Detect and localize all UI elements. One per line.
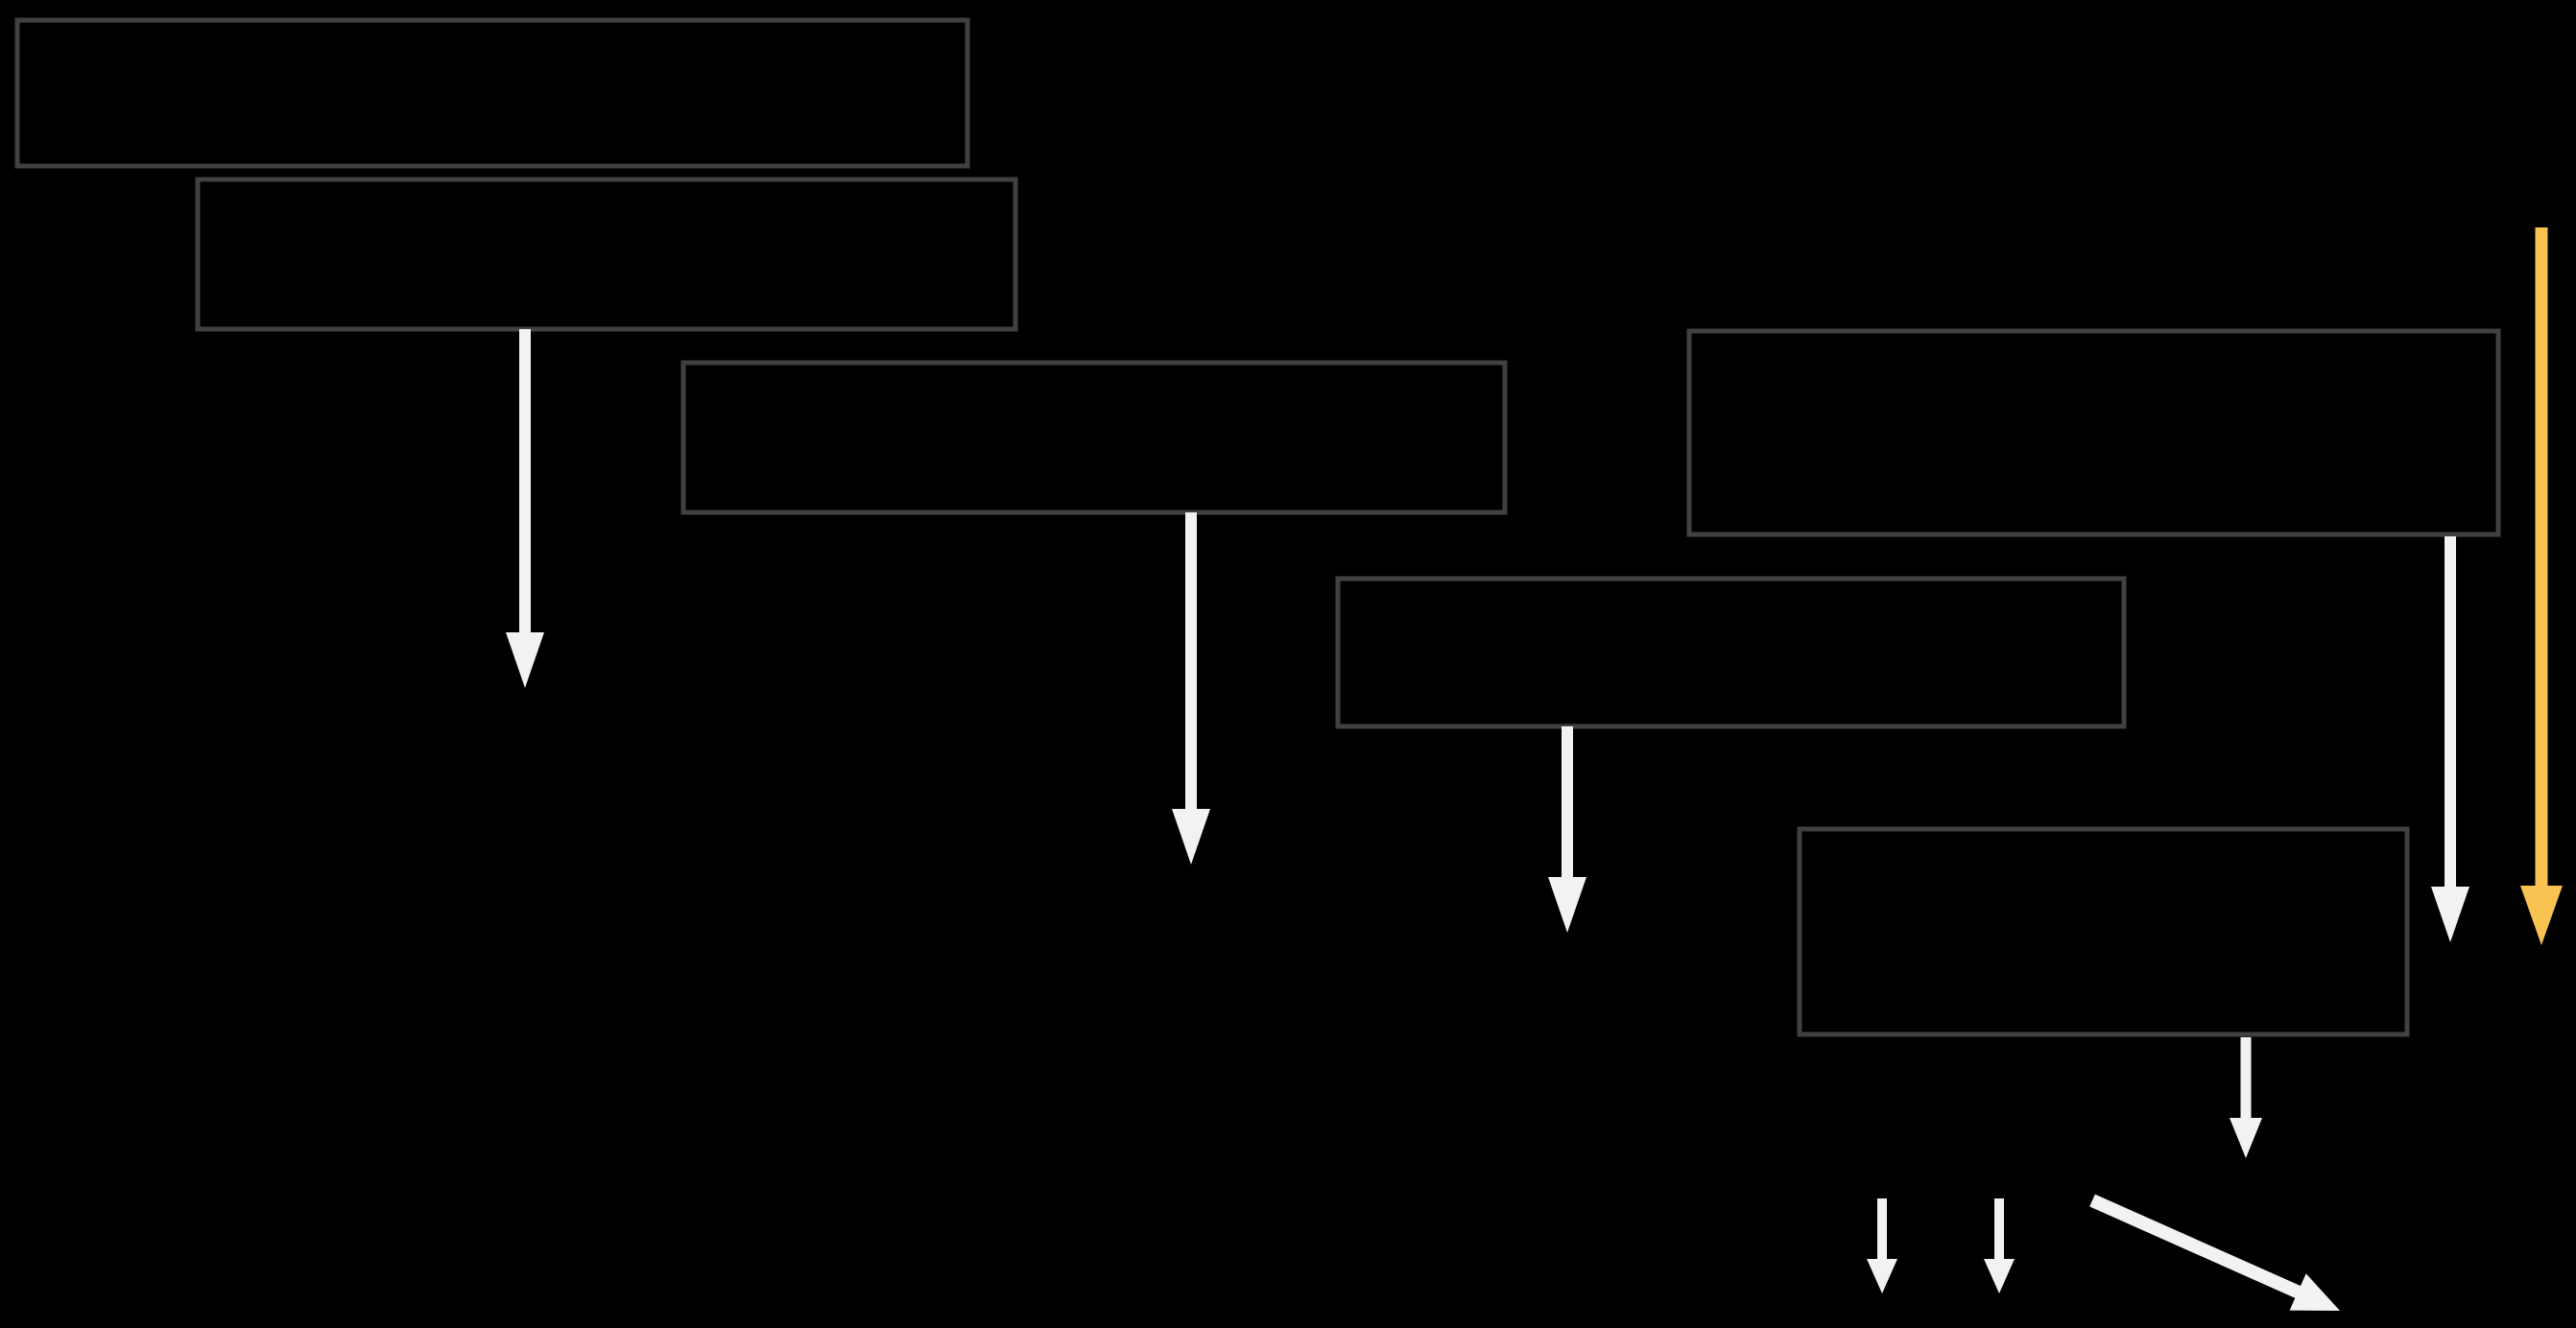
down-arrow-from-box-2 (506, 329, 544, 688)
diagonal-down-right-arrow (2089, 1194, 2340, 1311)
down-arrow-from-box-5 (1548, 726, 1586, 933)
down-arrow-from-box-3 (1172, 512, 1210, 865)
flow-box-6 (1797, 826, 2410, 1037)
flow-box-5 (1335, 576, 2127, 729)
flow-box-2 (195, 177, 1018, 332)
down-arrow-from-box-6 (2230, 1037, 2262, 1158)
accent-down-arrow (2520, 227, 2563, 945)
flow-box-1 (14, 17, 970, 169)
flow-box-4 (1686, 328, 2501, 537)
small-down-arrow-1 (1867, 1198, 1897, 1293)
down-arrow-from-box-4 (2431, 536, 2469, 942)
small-down-arrow-2 (1984, 1198, 2015, 1293)
flow-box-3 (680, 360, 1508, 515)
